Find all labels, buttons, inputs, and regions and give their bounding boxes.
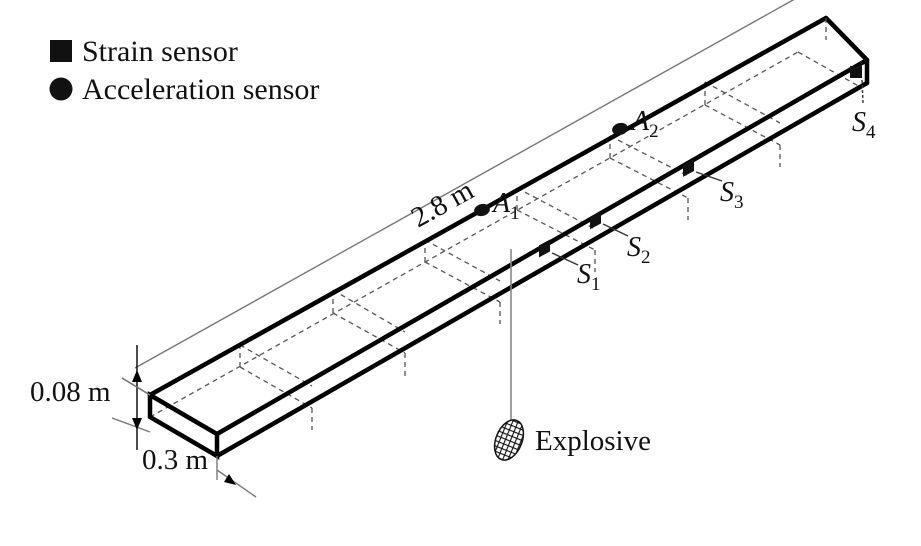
height-label: 0.08 m: [30, 376, 111, 408]
legend: Strain sensor Acceleration sensor: [49, 35, 319, 106]
legend-strain-label: Strain sensor: [82, 35, 238, 68]
explosive-label: Explosive: [535, 425, 651, 457]
s3-label: S3: [720, 177, 744, 213]
dimension-height: 0.08 m: [30, 345, 151, 450]
acceleration-sensor-icon: [474, 203, 490, 217]
strain-sensor-icon: [850, 66, 862, 78]
length-label: 2.8 m: [406, 174, 480, 234]
legend-acceleration-label: Acceleration sensor: [82, 73, 319, 106]
strain-sensor-icon: [683, 158, 694, 177]
strain-sensor-s1: S1: [539, 239, 601, 295]
explosive-charge-icon: [493, 419, 525, 461]
width-label: 0.3 m: [142, 444, 209, 476]
dimension-width: 0.3 m: [142, 444, 257, 498]
explosive: Explosive: [493, 249, 651, 461]
hidden-edges: [149, 51, 863, 430]
acceleration-sensor-a1: A1: [474, 188, 520, 224]
acceleration-sensor-a2: A2: [612, 106, 659, 142]
a2-label: A2: [630, 106, 659, 142]
s1-label: S1: [577, 259, 601, 295]
s2-label: S2: [627, 232, 651, 268]
strain-sensor-s4: S4: [850, 66, 876, 143]
s4-label: S4: [852, 107, 876, 143]
strain-sensor-legend-icon: [50, 40, 72, 62]
strain-sensor-s2: S2: [590, 211, 651, 268]
strain-sensor-icon: [539, 239, 550, 258]
acceleration-sensor-icon: [612, 122, 628, 136]
acceleration-sensor-legend-icon: [49, 77, 73, 101]
a1-label: A1: [491, 188, 520, 224]
strain-sensor-s3: S3: [683, 158, 744, 213]
strain-sensor-icon: [590, 211, 601, 230]
